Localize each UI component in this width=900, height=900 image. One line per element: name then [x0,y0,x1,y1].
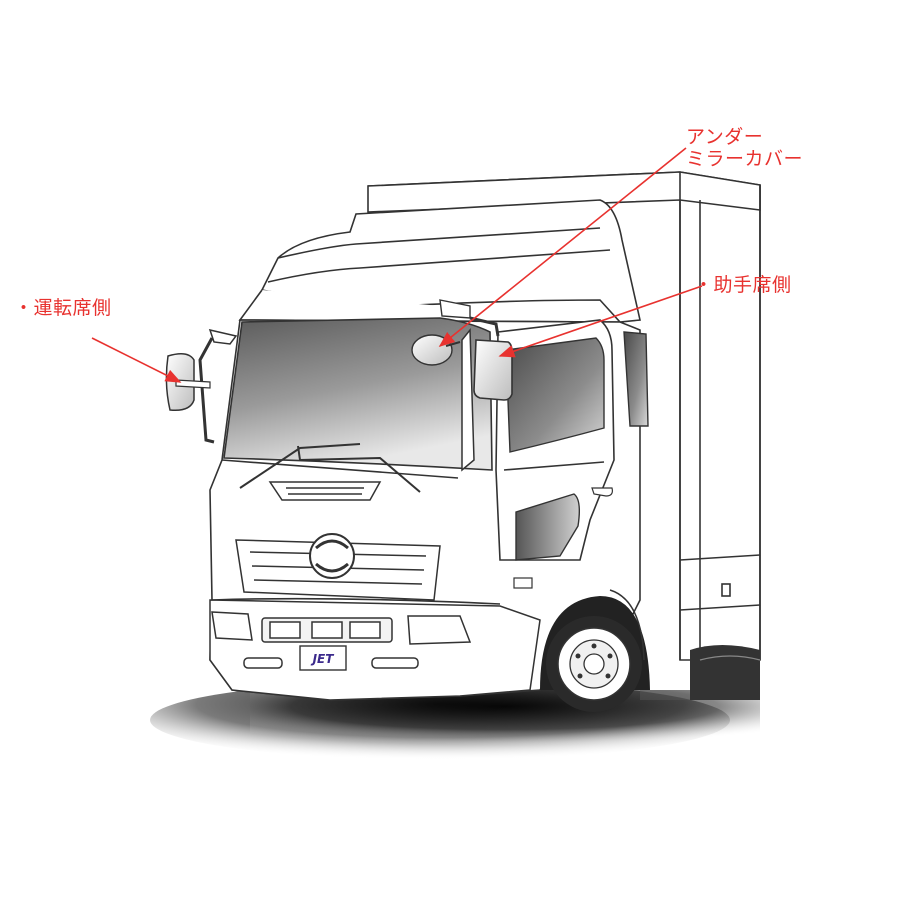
wipers [239,443,421,493]
callout-driver-side: ・運転席側 [14,297,112,319]
arrow-driver-side [91,337,182,383]
side-window [505,337,605,453]
driver-side-mirror [165,328,238,444]
windshield [223,317,493,471]
callout-under-mirror-line2: ミラーカバー [686,148,804,170]
front-wheel [540,589,650,712]
hino-emblem [309,533,355,579]
cargo-box [367,171,761,661]
front-bumper [209,599,541,701]
plate-logo-text: JET [311,652,335,666]
rear-cab-window [623,331,649,427]
callout-passenger-side: ・助手席側 [694,274,792,296]
arrow-passenger-side [498,285,703,358]
license-plate: JET [299,645,347,671]
callout-arrows [91,147,703,383]
cab-roof [238,199,641,323]
rear-wheel [690,645,761,700]
side-marker-light [513,577,533,589]
callout-under-mirror-cover: アンダー ミラーカバー [686,126,803,170]
callout-under-mirror-line1: アンダー [686,126,764,148]
lower-side-window [515,493,581,561]
arrow-under-mirror [438,147,687,348]
door-handle [591,487,613,497]
